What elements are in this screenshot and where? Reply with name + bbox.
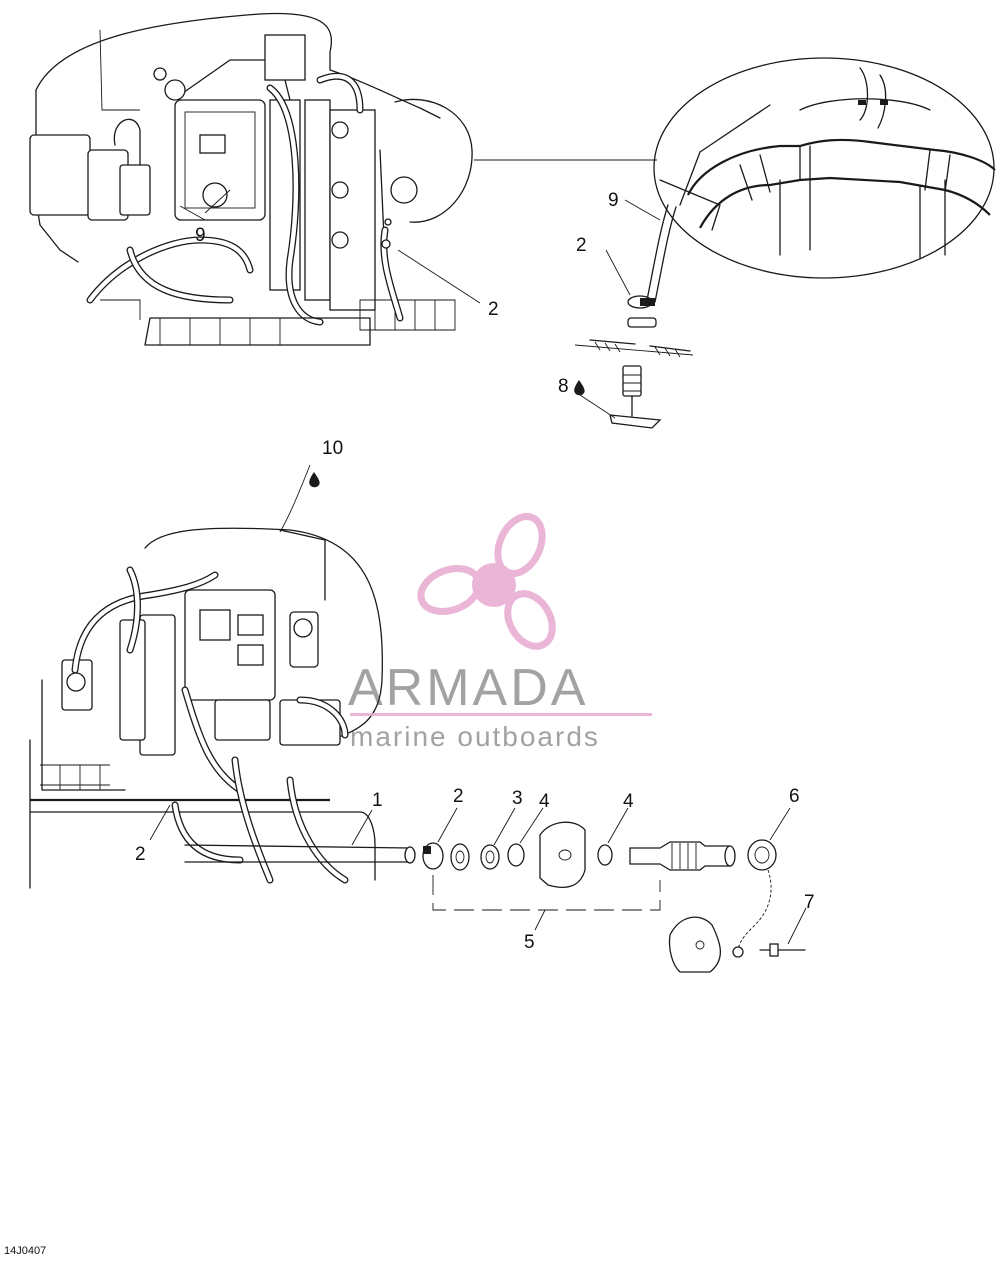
drawing-reference: 14J0407 bbox=[4, 1245, 46, 1257]
brand-name: ARMADA bbox=[348, 659, 588, 717]
callout-10: 10 bbox=[322, 438, 343, 459]
callout-9: 9 bbox=[608, 190, 619, 211]
callout-2-engine-bottom: 2 bbox=[135, 844, 146, 865]
callout-9-engine: 9 bbox=[195, 225, 206, 246]
drop-icon-10 bbox=[309, 472, 320, 488]
callout-4-left: 4 bbox=[539, 791, 550, 812]
callout-5: 5 bbox=[524, 932, 535, 953]
callout-2-bottom: 2 bbox=[453, 786, 464, 807]
callout-3: 3 bbox=[512, 788, 523, 809]
callout-2-top: 2 bbox=[576, 235, 587, 256]
drop-icon-8 bbox=[574, 380, 585, 396]
callout-8: 8 bbox=[558, 376, 569, 397]
callout-2-engine: 2 bbox=[488, 299, 499, 320]
callout-1: 1 bbox=[372, 790, 383, 811]
zoom-detail bbox=[653, 57, 996, 279]
top-engine-view bbox=[29, 12, 657, 346]
callout-6: 6 bbox=[789, 786, 800, 807]
brand-tagline: marine outboards bbox=[350, 721, 600, 752]
top-exploded-parts bbox=[574, 199, 694, 429]
callout-7: 7 bbox=[804, 892, 815, 913]
propeller-logo-icon bbox=[417, 513, 556, 650]
bottom-exploded-parts bbox=[422, 807, 807, 973]
bottom-engine-view bbox=[29, 464, 416, 889]
callout-4-right: 4 bbox=[623, 791, 634, 812]
armada-watermark: ARMADA marine outboards bbox=[348, 513, 652, 752]
